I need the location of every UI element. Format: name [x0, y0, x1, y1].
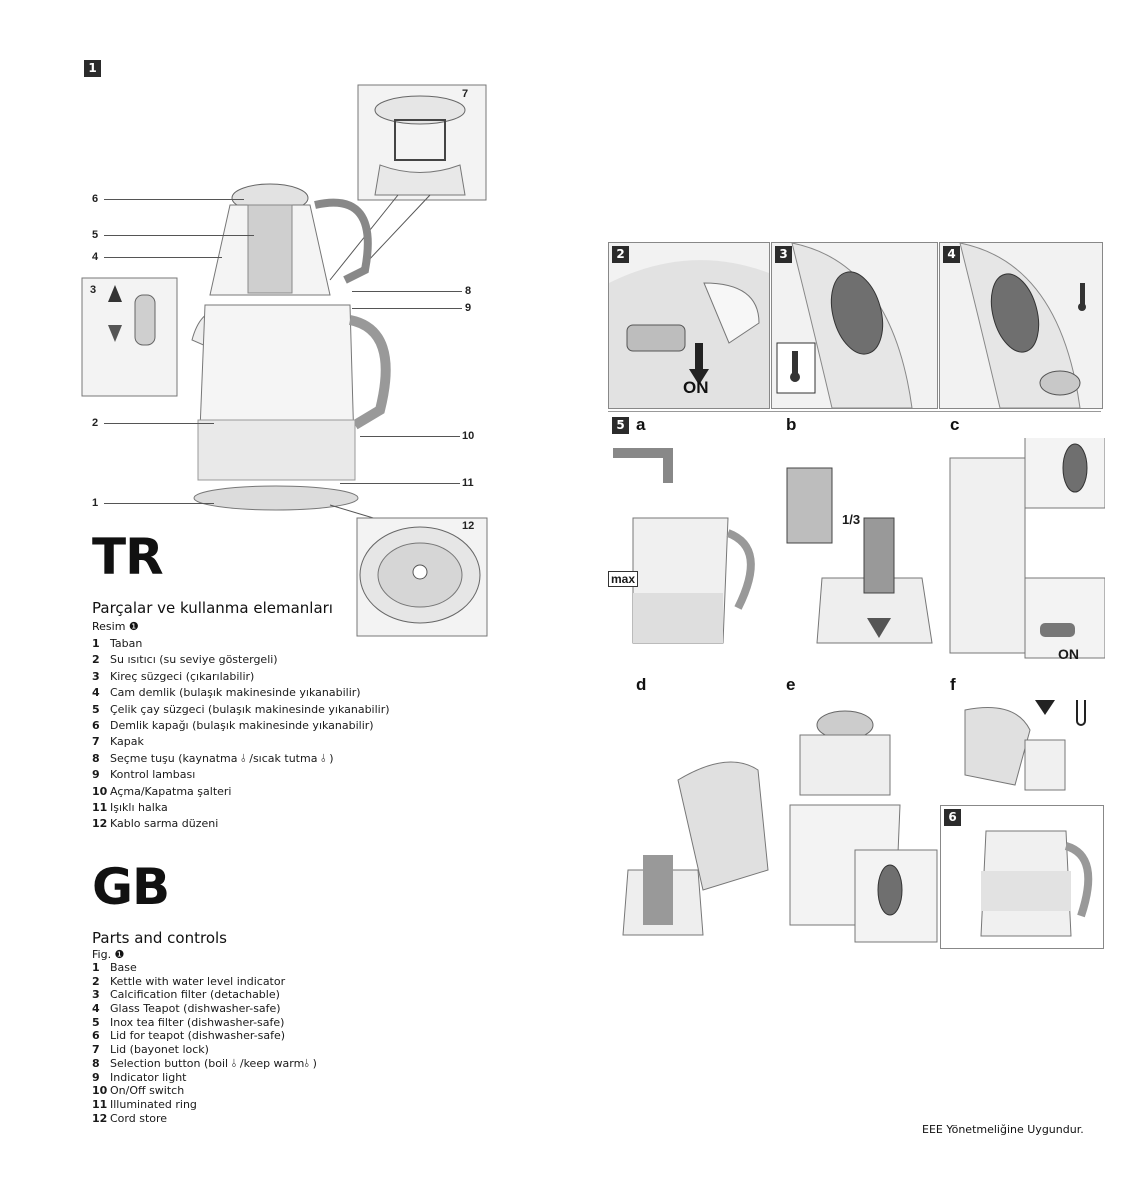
language-heading-gb: GB — [92, 858, 170, 916]
figure-reference-tr: Resim ❶ — [92, 620, 139, 633]
on-label-small: ON — [1058, 646, 1079, 662]
keep-warm-illustration — [789, 710, 938, 943]
step-4-badge: 4 — [943, 246, 960, 263]
part-label-11: 11 — [462, 477, 474, 489]
figure-reference-gb: Fig. ❶ — [92, 948, 125, 961]
step-e-label: e — [786, 675, 796, 694]
section-title-gb: Parts and controls — [92, 929, 227, 947]
boil-water-illustration — [949, 438, 1105, 659]
step-f-panel — [945, 700, 1105, 800]
part-label-2: 2 — [92, 417, 99, 429]
part-label-10: 10 — [462, 430, 475, 442]
step-5-badge: 5 — [612, 417, 629, 434]
leader-line-1 — [104, 503, 214, 504]
row-divider — [608, 411, 1101, 412]
max-label: max — [608, 571, 639, 587]
part-label-8: 8 — [465, 285, 472, 297]
fill-water-illustration — [613, 448, 755, 644]
step-3-badge: 3 — [775, 246, 792, 263]
leader-line-10 — [360, 436, 460, 437]
step-5a-label: a — [636, 415, 646, 434]
step-5a-panel — [608, 438, 768, 663]
figure-1-badge: 1 — [84, 60, 101, 77]
leader-line-11 — [340, 483, 460, 484]
on-label: ON — [683, 378, 709, 397]
step-5c-panel — [945, 438, 1105, 663]
one-third-label: 1/3 — [842, 512, 861, 527]
leader-line-2 — [104, 423, 214, 424]
part-label-3: 3 — [90, 284, 97, 296]
kettle-standalone-illustration — [980, 830, 1093, 937]
add-tea-illustration — [786, 467, 933, 644]
step-4-panel — [939, 242, 1103, 409]
step-5c-label: c — [950, 415, 960, 434]
switch-on-illustration — [609, 260, 769, 408]
step-6-panel — [940, 805, 1104, 949]
leader-line-8 — [352, 291, 462, 292]
leader-line-9 — [352, 308, 462, 309]
part-label-9: 9 — [465, 302, 472, 314]
language-heading-tr: TR — [92, 528, 164, 586]
step-2-badge: 2 — [612, 246, 629, 263]
part-label-1: 1 — [92, 497, 99, 509]
step-d-label: d — [636, 675, 647, 694]
part-label-4: 4 — [92, 251, 99, 263]
kettle-parts-diagram — [81, 84, 488, 637]
step-5b-label: b — [786, 415, 797, 434]
step-e-panel — [775, 700, 940, 945]
step-5b-panel — [772, 438, 937, 663]
step-d-panel — [608, 700, 773, 945]
part-label-5: 5 — [92, 229, 99, 241]
indicator-light-illustration — [959, 243, 1086, 408]
leader-line-5 — [104, 235, 254, 236]
step-3-panel — [771, 242, 938, 409]
step-2-panel — [608, 242, 770, 409]
select-boil-illustration — [776, 243, 913, 408]
step-f-label: f — [950, 675, 956, 694]
footer-compliance-note: EEE Yönetmeliğine Uygundur. — [922, 1123, 1084, 1136]
step-6-badge: 6 — [944, 809, 961, 826]
pour-water-illustration — [622, 761, 769, 936]
leader-line-4 — [104, 257, 222, 258]
release-lid-illustration — [964, 700, 1086, 791]
section-title-tr: Parçalar ve kullanma elemanları — [92, 599, 333, 617]
part-label-6: 6 — [92, 193, 99, 205]
part-label-12: 12 — [462, 520, 475, 532]
part-label-7: 7 — [462, 88, 469, 100]
leader-line-6 — [104, 199, 244, 200]
